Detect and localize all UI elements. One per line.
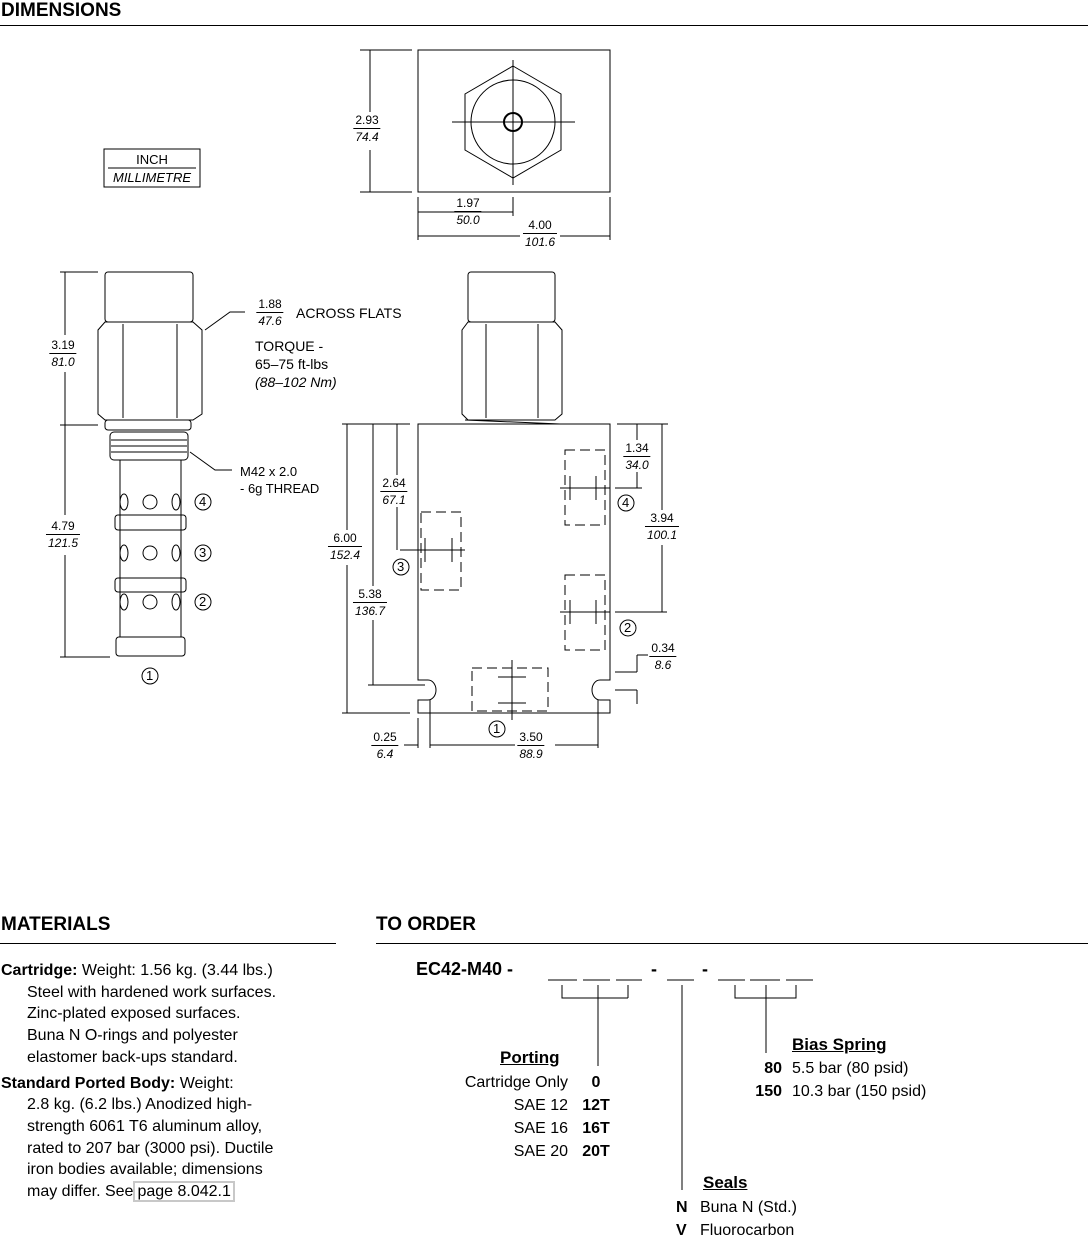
- bias-spring-title: Bias Spring: [792, 1035, 887, 1054]
- order-brackets: [548, 979, 813, 1190]
- units-inch: INCH: [136, 152, 168, 167]
- block-port-1-label: 1: [493, 721, 501, 736]
- top-view: [360, 49, 611, 240]
- cartridge-view: [60, 271, 245, 658]
- materials-text: Cartridge: Weight: 1.56 kg. (3.44 lbs.) …: [1, 962, 277, 1203]
- block-port-3-label: 3: [397, 559, 405, 574]
- seals-labels: Buna N (Std.)Fluorocarbon: [700, 1199, 797, 1239]
- torque-label: TORQUE -: [255, 338, 324, 354]
- torque-ftlbs: 65–75 ft-lbs: [255, 356, 329, 372]
- port-3-label: 3: [199, 545, 207, 560]
- porting-title: Porting: [500, 1048, 560, 1067]
- block-port-4-label: 4: [622, 495, 630, 510]
- bias-labels: 5.5 bar (80 psid)10.3 bar (150 psid): [792, 1060, 927, 1100]
- code-separator: -: [651, 959, 657, 979]
- port-4-label: 4: [199, 494, 207, 509]
- block-port-2-label: 2: [624, 620, 632, 635]
- torque-nm: (88–102 Nm): [255, 374, 337, 390]
- materials-heading: MATERIALS: [1, 914, 111, 935]
- units-mm: MILLIMETRE: [112, 170, 191, 185]
- divider: [0, 25, 1088, 26]
- thread-class: - 6g THREAD: [240, 481, 320, 496]
- across-flats-label: ACROSS FLATS: [296, 305, 402, 321]
- units-legend: INCH MILLIMETRE: [104, 151, 200, 187]
- page-link[interactable]: page 8.042.1: [133, 1181, 235, 1203]
- units-legend-box: [103, 148, 201, 188]
- port-2-label: 2: [199, 594, 207, 609]
- code-separator: -: [702, 959, 708, 979]
- dimensions-heading: DIMENSIONS: [1, 0, 122, 21]
- seals-title: Seals: [703, 1173, 748, 1192]
- block-view: [342, 271, 668, 748]
- thread-spec: M42 x 2.0: [240, 464, 298, 479]
- to-order-heading: TO ORDER: [376, 914, 476, 935]
- divider: [376, 943, 1088, 944]
- model-code: EC42-M40 -: [416, 959, 514, 979]
- port-1-label: 1: [146, 668, 154, 683]
- divider: [0, 943, 336, 944]
